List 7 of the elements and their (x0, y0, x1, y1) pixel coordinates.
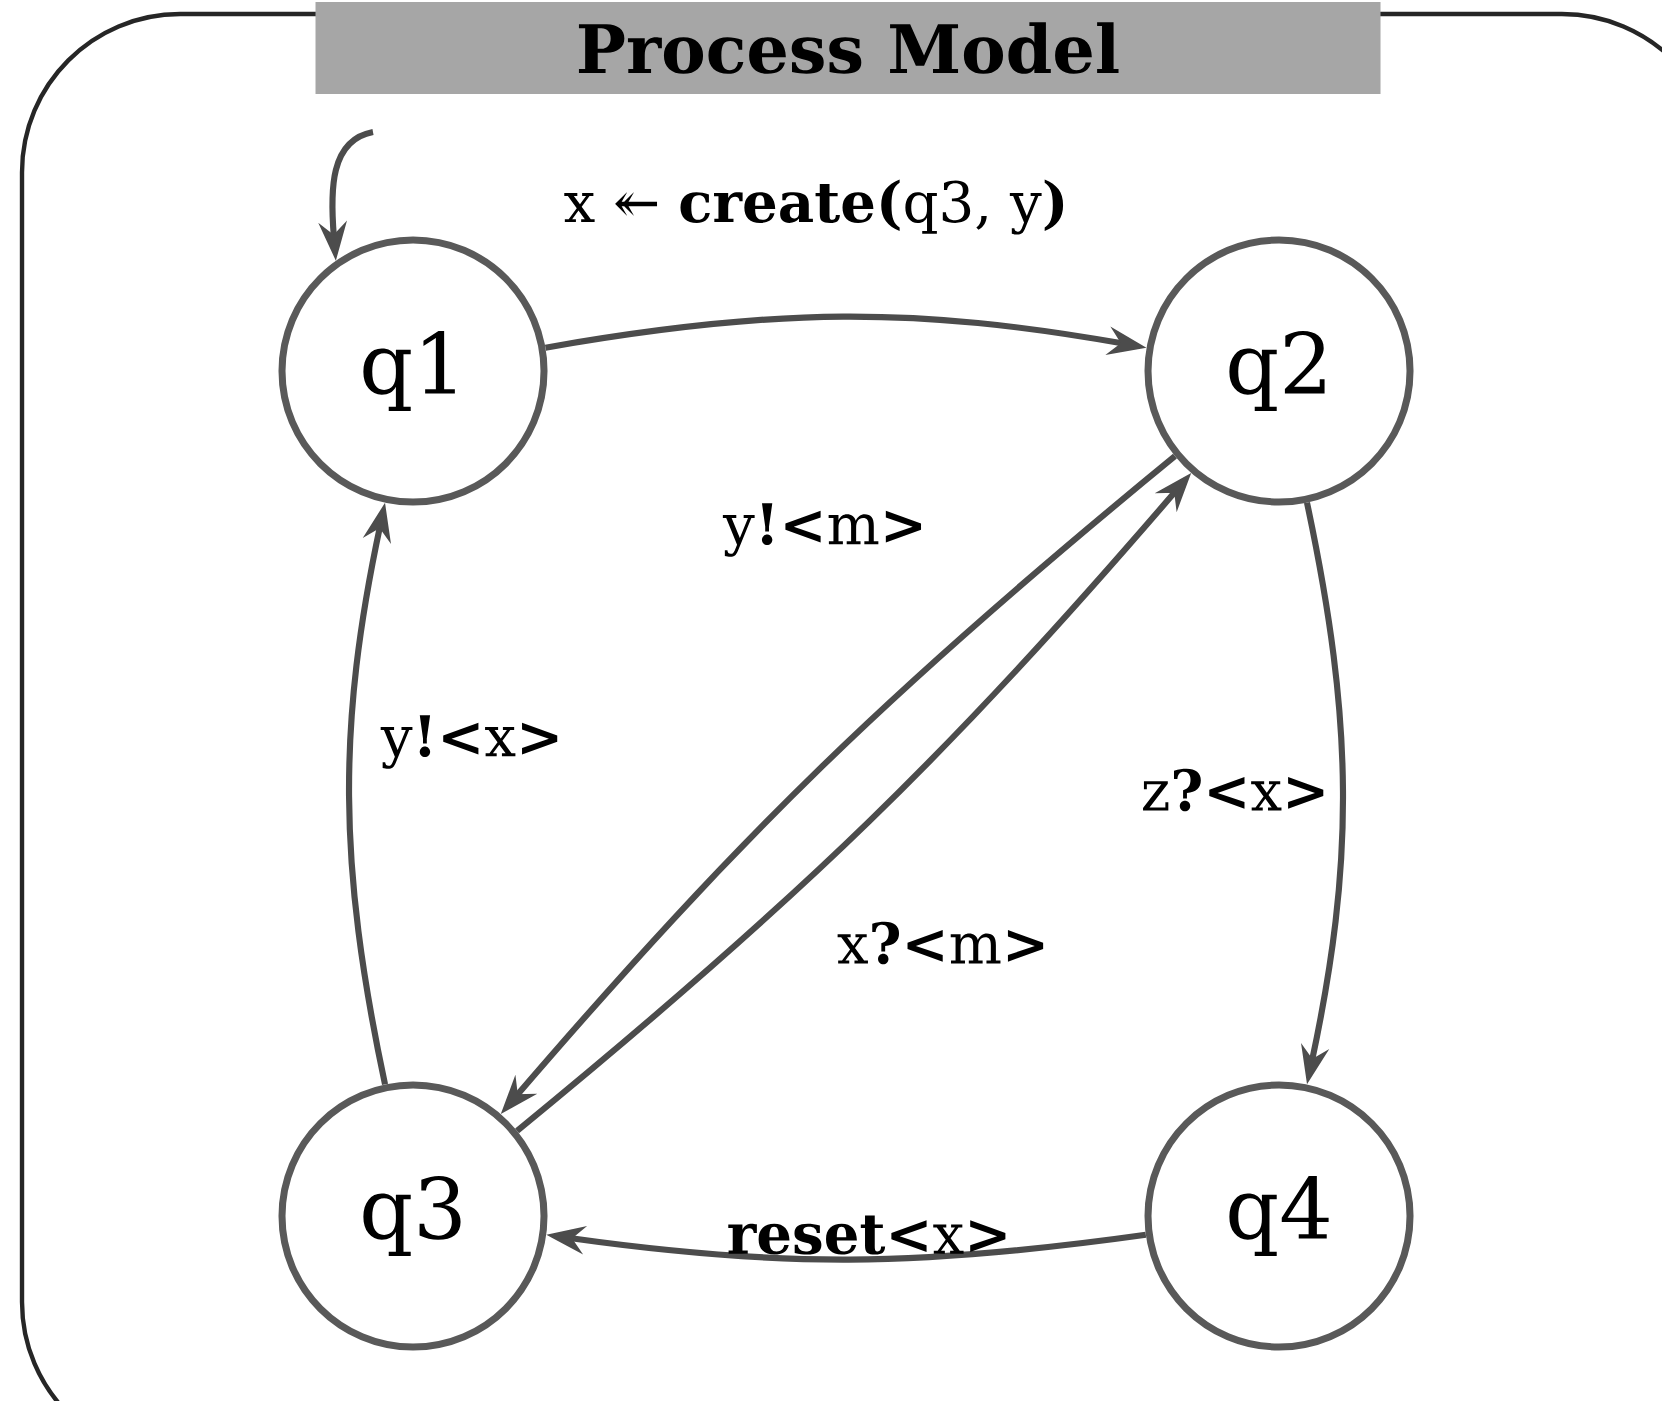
edge-label: reset<x> (728, 1215, 1006, 1255)
edge-label: z?<x> (1143, 768, 1324, 812)
edge-label: x ↞ create(q3, y) (564, 179, 1064, 235)
edge-label: x?<m> (837, 921, 1044, 965)
edge-label: y!<x> (380, 715, 558, 769)
title-band: Process Model (315, 2, 1381, 94)
edge-label: y!<m> (722, 503, 922, 557)
